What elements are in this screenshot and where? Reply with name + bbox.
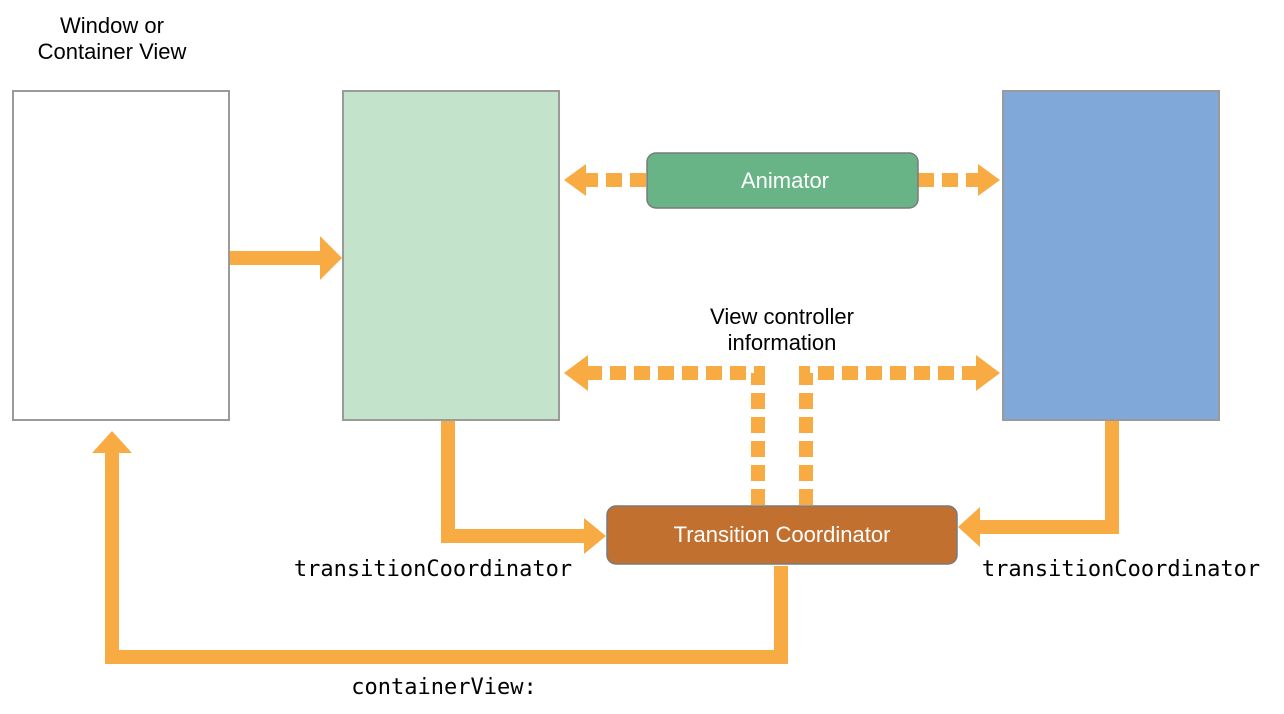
animator-box <box>646 152 919 209</box>
arrowhead-vcinfo-left <box>564 355 588 391</box>
vc-info-label-line2: information <box>728 330 837 355</box>
solid-arrows <box>105 251 1119 664</box>
arrow-to-vc-to-coordinator-shaft <box>975 421 1119 534</box>
arrowhead-into-coordinator-left <box>584 518 606 554</box>
left-transition-coordinator-property: transitionCoordinator <box>294 557 572 582</box>
dashed-arrows <box>586 173 978 505</box>
arrow-from-vc-to-coordinator-shaft <box>441 421 590 543</box>
window-label-line2: Container View <box>38 39 187 64</box>
window-label-line1: Window or <box>60 13 164 38</box>
window-container-box <box>12 90 230 421</box>
arrowhead-into-from-vc <box>320 236 342 280</box>
right-transition-coordinator-property: transitionCoordinator <box>982 557 1260 582</box>
transition-coordinator-box <box>606 505 958 565</box>
arrowhead-animator-left <box>564 164 586 196</box>
arrow-coordinator-to-window-shaft <box>105 449 788 664</box>
arrowhead-animator-right <box>978 164 1000 196</box>
from-view-controller-box <box>342 90 560 421</box>
animator-label: Animator <box>741 168 829 193</box>
to-view-controller-box <box>1002 90 1220 421</box>
transition-coordinator-label: Transition Coordinator <box>674 522 891 547</box>
container-view-property: containerView: <box>351 675 536 700</box>
arrowhead-into-window <box>92 431 132 453</box>
vc-info-label-line1: View controller <box>710 304 854 329</box>
arrowhead-into-coordinator-right <box>958 507 980 547</box>
arrow-window-to-from-vc-shaft <box>230 251 322 265</box>
coordinator-to-to-vc-dashed <box>799 366 976 505</box>
arrowhead-vcinfo-right <box>976 355 1000 391</box>
arrowheads <box>92 164 1000 554</box>
coordinator-to-from-vc-dashed <box>588 366 765 505</box>
